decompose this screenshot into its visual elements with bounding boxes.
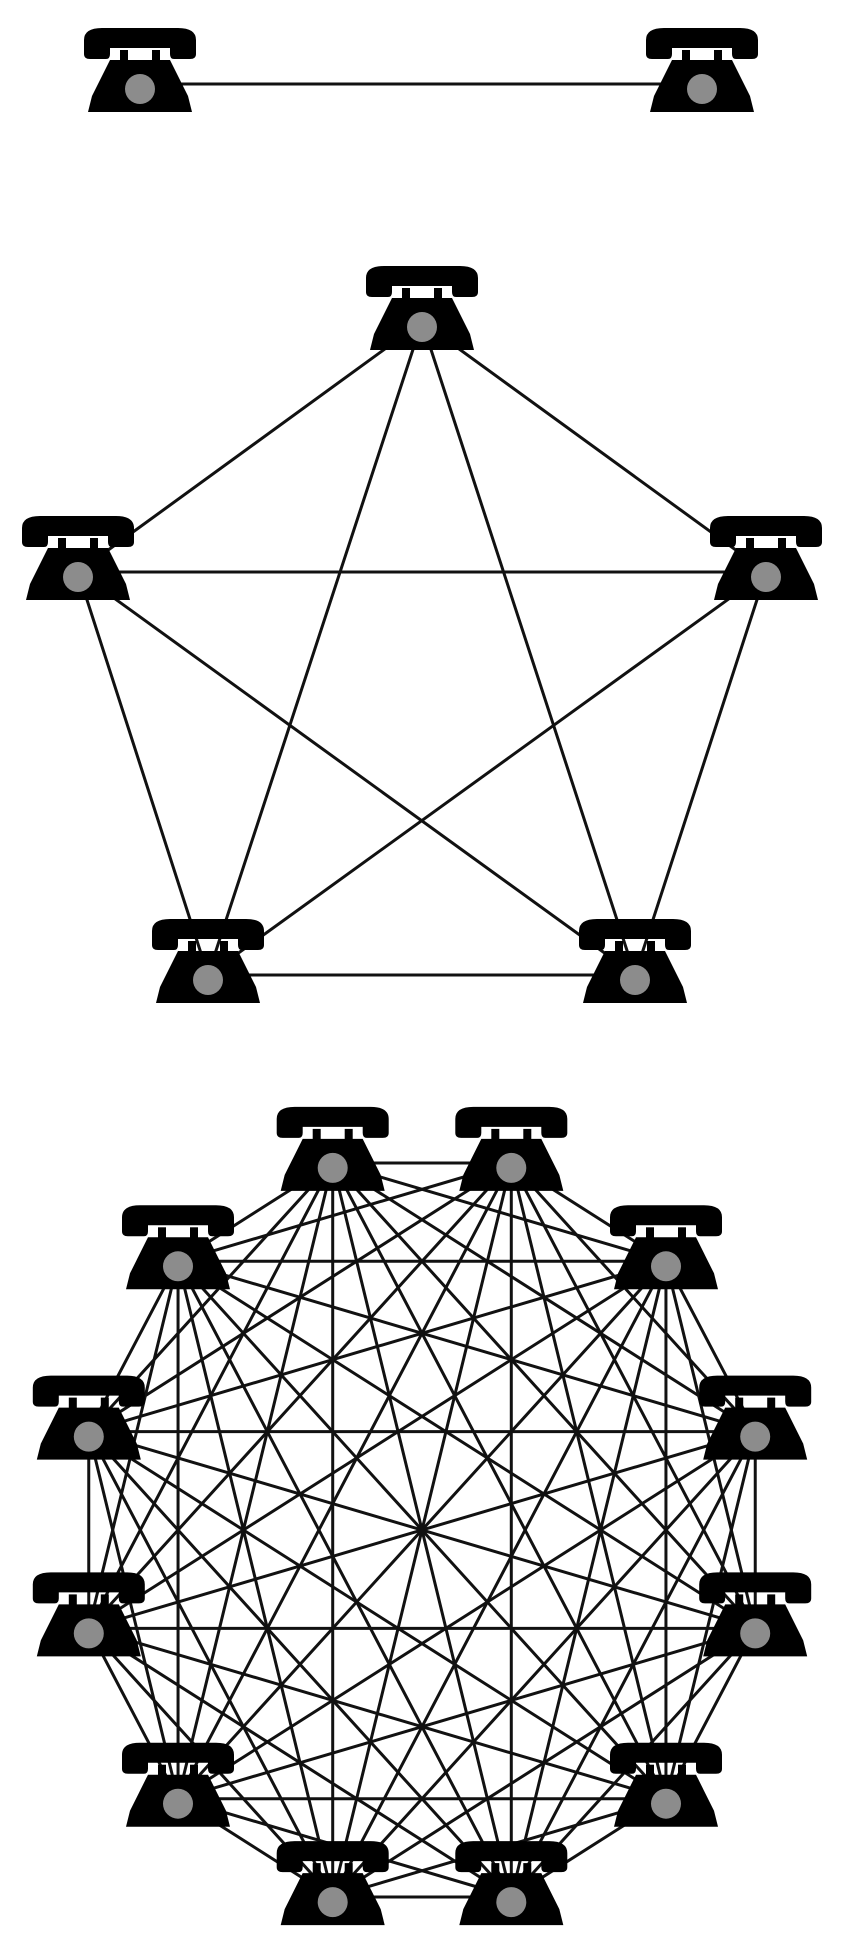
connection-line [420, 320, 637, 977]
connection-line [87, 1430, 668, 1801]
connection-line [176, 1259, 335, 1899]
network-12-edges [87, 1161, 757, 1899]
telephone-icon [32, 1572, 145, 1657]
connection-line [176, 1161, 335, 1801]
connection-line [87, 1430, 513, 1899]
connection-line [206, 320, 424, 977]
telephone-icon [122, 1742, 234, 1827]
telephone-icon [276, 1841, 389, 1926]
telephone-icon [84, 28, 196, 112]
network-5-nodes [22, 266, 822, 1003]
telephone-icon [610, 1205, 722, 1290]
network-5-phones [22, 266, 822, 1003]
connection-line [87, 1626, 668, 1801]
connection-line [87, 1430, 180, 1801]
connection-line [176, 1259, 757, 1630]
telephone-icon [32, 1375, 145, 1460]
telephone-icon [455, 1841, 568, 1926]
connection-line [331, 1161, 668, 1263]
network-2-phones [84, 28, 758, 112]
telephone-icon [455, 1106, 568, 1191]
telephone-icon [610, 1742, 722, 1827]
connection-line [331, 1259, 668, 1899]
connection-line [331, 1161, 757, 1630]
network-12-phones [32, 1106, 812, 1926]
connection-line [176, 1161, 513, 1801]
telephone-icon [699, 1375, 812, 1460]
connection-line [87, 1259, 668, 1630]
telephone-icon [276, 1106, 389, 1191]
telephone-icon [22, 516, 134, 600]
telephone-icon [710, 516, 822, 600]
connection-line [331, 1161, 757, 1434]
connection-line [76, 320, 424, 574]
telephone-icon [579, 919, 691, 1003]
connection-line [420, 320, 768, 574]
connection-line [176, 1259, 757, 1434]
connection-line [87, 1161, 335, 1630]
network-12-nodes [32, 1106, 812, 1926]
connection-line [331, 1161, 513, 1899]
connection-line [331, 1161, 668, 1801]
network-5-edges [76, 320, 768, 977]
telephone-icon [122, 1205, 234, 1290]
telephone-icon [699, 1572, 812, 1657]
telephone-icon [366, 266, 478, 350]
connection-line [176, 1259, 513, 1899]
network-2-nodes [84, 28, 758, 112]
connection-line [76, 570, 637, 977]
telephone-icon [152, 919, 264, 1003]
telephone-icon [646, 28, 758, 112]
connection-line [176, 1430, 757, 1801]
connection-line [206, 570, 768, 977]
connection-line [76, 570, 210, 977]
connection-line [633, 570, 768, 977]
